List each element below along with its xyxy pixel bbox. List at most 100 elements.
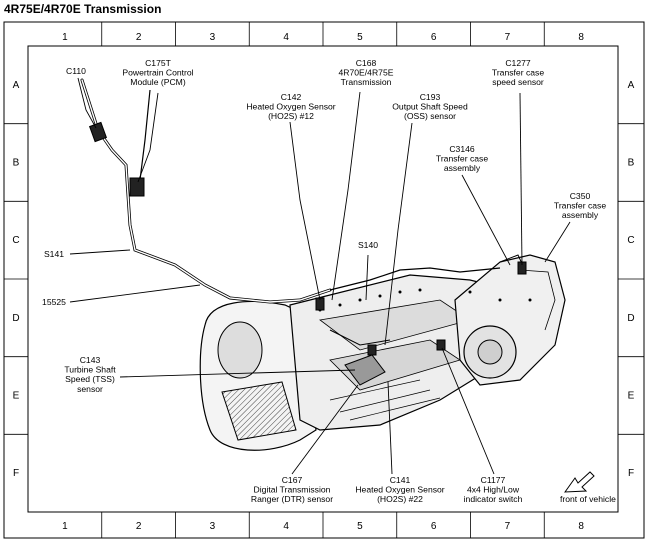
grid-column-label-top: 3 [210, 32, 216, 43]
front-arrow-icon [563, 471, 595, 493]
callout-line: C110 [66, 66, 86, 76]
callout-line: Transfer case [492, 68, 544, 78]
callout-line: assembly [444, 163, 481, 173]
callout-line: indicator switch [464, 494, 523, 504]
grid-column-label-bottom: 3 [210, 521, 216, 532]
leader-c143 [119, 369, 356, 378]
grid-column-label-top: 1 [62, 32, 68, 43]
callout-line: Speed (TSS) [65, 374, 115, 384]
page-title: 4R75E/4R70E Transmission [4, 2, 162, 16]
leader-s141 [69, 249, 131, 255]
leader-lines [69, 77, 571, 475]
c175t-connector [129, 177, 145, 197]
grid-row-label-left: F [13, 468, 19, 479]
grid-column-label-top: 4 [283, 32, 289, 43]
callout-line: S140 [358, 240, 378, 250]
callout-line: C142 [281, 92, 302, 102]
leader-s140 [365, 254, 369, 301]
callout-line: C193 [420, 92, 441, 102]
leader-c3146 [461, 174, 511, 266]
leader-c1277 [519, 92, 523, 266]
callout-line: Ranger (DTR) sensor [251, 494, 333, 504]
callout-line: Transmission [341, 77, 392, 87]
grid-row-label-left: A [13, 80, 20, 91]
leader-15525 [69, 284, 201, 303]
callout-line: C167 [282, 475, 303, 485]
leader-c193 [384, 122, 413, 346]
grid-row-label-left: E [13, 391, 20, 402]
callout-line: Transfer case [554, 201, 606, 211]
transmission-assembly-drawing [199, 254, 566, 451]
callout-line: sensor [77, 384, 103, 394]
leader-c168 [331, 91, 361, 301]
callout-line: C1177 [481, 475, 506, 485]
callout-line: (OSS) sensor [404, 111, 456, 121]
callout-s141: S141 [44, 249, 64, 259]
callout-line: Digital Transmission [254, 485, 331, 495]
callout-line: Transfer case [436, 154, 488, 164]
callout-line: C350 [570, 191, 591, 201]
grid-column-label-top: 8 [578, 32, 584, 43]
grid-column-label-top: 2 [136, 32, 142, 43]
grid-column-label-bottom: 8 [578, 521, 584, 532]
grid-column-label-top: 6 [431, 32, 437, 43]
callout-line: Powertrain Control [122, 68, 193, 78]
grid-column-label-bottom: 4 [283, 521, 289, 532]
grid-row-label-right: E [628, 391, 635, 402]
callout-line: C1277 [505, 58, 531, 68]
callout-line: C168 [356, 58, 377, 68]
callout-line: 15525 [42, 297, 66, 307]
grid-row-label-right: D [627, 313, 634, 324]
leader-c175t [137, 92, 159, 183]
callout-line: 4R70E/4R75E [339, 68, 394, 78]
callout-line: C175T [145, 58, 172, 68]
grid-ticks [4, 22, 644, 538]
callout-s140: S140 [358, 240, 378, 250]
wiring-harness [80, 78, 527, 356]
callout-line: Module (PCM) [130, 77, 186, 87]
callout-line: Turbine Shaft [64, 365, 116, 375]
grid-column-label-top: 7 [505, 32, 511, 43]
grid-row-label-left: C [12, 235, 19, 246]
callout-line: assembly [562, 210, 599, 220]
leader-c1177 [441, 347, 495, 475]
grid-row-label-right: A [628, 80, 635, 91]
grid-row-label-right: C [627, 235, 634, 246]
callout-line: (HO2S) #22 [377, 494, 423, 504]
callout-line: (HO2S) #12 [268, 111, 314, 121]
grid-column-label-bottom: 6 [431, 521, 437, 532]
grid-column-label-top: 5 [357, 32, 363, 43]
leader-c350 [544, 221, 571, 263]
callout-line: Heated Oxygen Sensor [355, 485, 444, 495]
grid-column-label-bottom: 1 [62, 521, 68, 532]
callout-line: 4x4 High/Low [467, 485, 520, 495]
front-of-vehicle-indicator: front of vehicle [560, 471, 616, 504]
callout-line: C141 [390, 475, 411, 485]
callout-line: Output Shaft Speed [392, 102, 468, 112]
grid-column-label-bottom: 5 [357, 521, 363, 532]
leader-c141 [387, 381, 393, 475]
grid-row-label-left: D [12, 313, 19, 324]
leader-c142 [289, 121, 321, 301]
callout-line: Heated Oxygen Sensor [246, 102, 335, 112]
grid-row-label-right: F [628, 468, 634, 479]
grid-row-label-left: B [13, 158, 20, 169]
leader-c110 [77, 77, 97, 129]
callout-line: C143 [80, 355, 101, 365]
callout-line: S141 [44, 249, 64, 259]
grid-column-label-bottom: 7 [505, 521, 511, 532]
